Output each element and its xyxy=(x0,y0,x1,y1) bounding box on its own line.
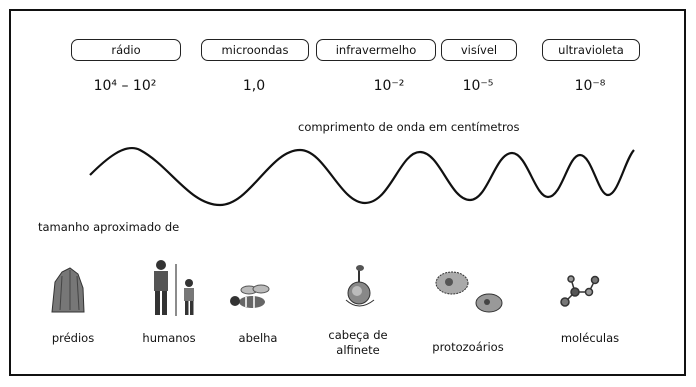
object-label-buildings: prédios xyxy=(51,331,95,345)
protozoa-icon xyxy=(435,271,503,313)
object-label-protozoa: protozoários xyxy=(432,340,504,354)
band-radio-value: 10⁴ – 10² xyxy=(93,78,157,94)
object-label-bee: abelha xyxy=(238,331,278,345)
diagram-frame xyxy=(9,9,686,376)
molecule-icon xyxy=(560,275,600,307)
object-label-humans: humanos xyxy=(142,331,196,345)
pinhead-icon xyxy=(345,265,375,307)
size-caption: tamanho aproximado de xyxy=(38,220,180,234)
object-label-pinhead: cabeça de alfinete xyxy=(328,328,388,357)
band-visible: visível xyxy=(441,39,517,61)
bee-icon xyxy=(230,284,270,308)
band-infrared-value: 10⁻² xyxy=(373,78,405,94)
band-microwave: microondas xyxy=(201,39,309,61)
band-infrared: infravermelho xyxy=(316,39,436,61)
band-ultraviolet: ultravioleta xyxy=(542,39,640,61)
band-radio: rádio xyxy=(71,39,181,61)
band-ultraviolet-value: 10⁻⁸ xyxy=(574,78,606,94)
wave-curve xyxy=(89,147,635,207)
band-visible-value: 10⁻⁵ xyxy=(462,78,494,94)
humans-icon xyxy=(154,260,194,316)
object-label-molecules: moléculas xyxy=(560,331,620,345)
band-microwave-value: 1,0 xyxy=(242,78,266,94)
wavelength-caption: comprimento de onda em centímetros xyxy=(298,120,520,134)
building-icon xyxy=(51,267,85,313)
